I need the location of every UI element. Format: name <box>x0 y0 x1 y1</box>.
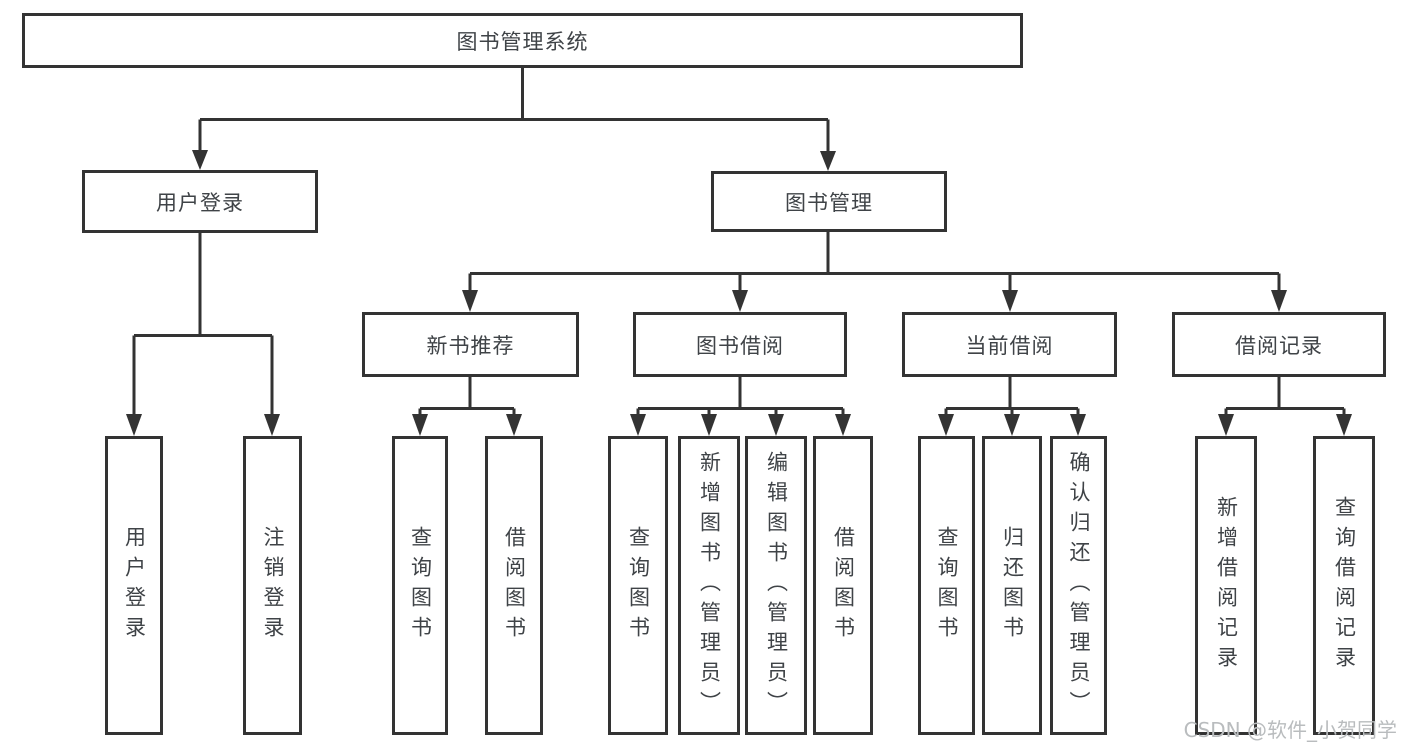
leaf-add-books-admin: 新增图书（管理员） <box>678 436 740 735</box>
leaf-borrow-books-borrowing: 借阅图书 <box>813 436 873 735</box>
leaf-add-borrow-record: 新增借阅记录 <box>1195 436 1257 735</box>
node-label: 查询借阅记录 <box>1332 495 1357 676</box>
node-label: 借阅图书 <box>502 525 527 646</box>
node-label: 编辑图书（管理员） <box>764 450 789 721</box>
node-label: 查询图书 <box>408 525 433 646</box>
node-label: 图书管理系统 <box>456 29 589 54</box>
node-label: 注销登录 <box>261 525 285 646</box>
node-label: 新增图书（管理员） <box>697 450 722 721</box>
node-label: 查询图书 <box>626 525 651 646</box>
node-label: 用户登录 <box>122 525 147 646</box>
watermark-csdn: CSDN @软件_小贺同学 <box>1183 718 1397 742</box>
leaf-query-borrow-record: 查询借阅记录 <box>1313 436 1375 735</box>
node-label: 借阅记录 <box>1235 333 1323 358</box>
node-label: 确认归还（管理员） <box>1067 450 1091 721</box>
node-new-book-recommendation: 新书推荐 <box>362 312 579 377</box>
leaf-logout-login: 注销登录 <box>243 436 302 735</box>
node-label: 归还图书 <box>1000 525 1025 646</box>
node-label: 借阅图书 <box>831 525 856 646</box>
node-borrowing-records: 借阅记录 <box>1172 312 1386 377</box>
node-book-management: 图书管理 <box>711 171 947 232</box>
leaf-query-books-recommend: 查询图书 <box>392 436 448 735</box>
leaf-confirm-return-admin: 确认归还（管理员） <box>1050 436 1107 735</box>
leaf-edit-books-admin: 编辑图书（管理员） <box>745 436 807 735</box>
leaf-borrow-books-recommend: 借阅图书 <box>485 436 543 735</box>
node-label: 当前借阅 <box>965 333 1054 358</box>
node-label: 新增借阅记录 <box>1214 495 1239 676</box>
leaf-query-books-current: 查询图书 <box>918 436 975 735</box>
node-label: 图书管理 <box>785 190 873 215</box>
leaf-user-login: 用户登录 <box>105 436 163 735</box>
node-label: 查询图书 <box>935 525 959 646</box>
node-current-borrowing: 当前借阅 <box>902 312 1117 377</box>
leaf-return-books: 归还图书 <box>982 436 1042 735</box>
node-library-system: 图书管理系统 <box>22 13 1023 68</box>
node-book-borrowing: 图书借阅 <box>633 312 847 377</box>
leaf-query-books-borrowing: 查询图书 <box>608 436 668 735</box>
node-label: 新书推荐 <box>426 333 515 358</box>
node-label: 用户登录 <box>156 190 244 215</box>
node-user-login: 用户登录 <box>82 170 318 233</box>
node-label: 图书借阅 <box>696 333 784 358</box>
